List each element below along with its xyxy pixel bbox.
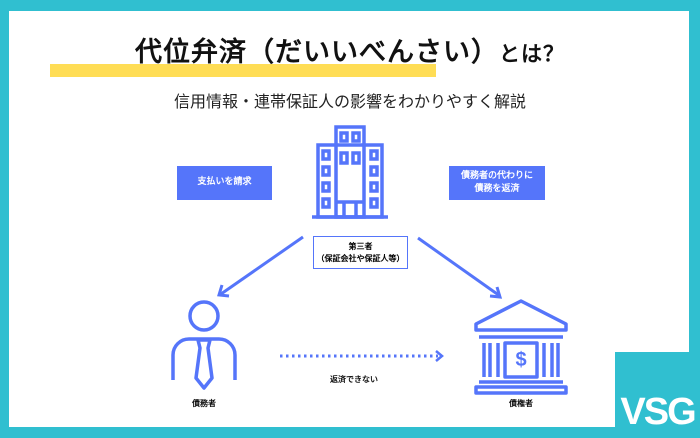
bank-icon xyxy=(474,299,568,395)
dotted-arrow xyxy=(280,350,444,362)
dollar-icon: $ xyxy=(515,349,526,371)
repay-on-behalf-box: 債務者の代わりに債務を返済 xyxy=(449,166,545,200)
person-icon xyxy=(171,300,237,390)
cannot-repay-label: 返済できない xyxy=(330,375,378,384)
third-party-title: 第三者 xyxy=(348,241,373,251)
arrow-to-debtor xyxy=(217,235,304,298)
creditor-label: 債権者 xyxy=(509,399,533,408)
subtitle: 信用情報・連帯保証人の影響をわかりやすく解説 xyxy=(173,92,526,111)
repay-label-1: 債務者の代わりに xyxy=(460,170,533,181)
vsg-logo: VSG xyxy=(615,352,700,438)
title-highlight xyxy=(50,64,436,77)
page-title: 代位弁済（だいいべんさい）とは？ xyxy=(0,30,700,69)
request-payment-box: 支払いを請求 xyxy=(177,166,272,200)
third-party-label: 第三者 （保証会社や保証人等） xyxy=(313,236,408,269)
logo-text: VSG xyxy=(620,391,696,433)
request-payment-label: 支払いを請求 xyxy=(197,177,252,188)
building-icon xyxy=(312,125,388,219)
title-suffix: とは？ xyxy=(499,42,565,66)
arrow-to-creditor xyxy=(417,236,503,299)
third-party-examples: （保証会社や保証人等） xyxy=(316,253,405,263)
title-main: 代位弁済（だいいべんさい） xyxy=(135,37,499,68)
content-area xyxy=(9,11,689,427)
debtor-label: 債務者 xyxy=(192,399,216,408)
repay-label-2: 債務を返済 xyxy=(474,184,520,194)
